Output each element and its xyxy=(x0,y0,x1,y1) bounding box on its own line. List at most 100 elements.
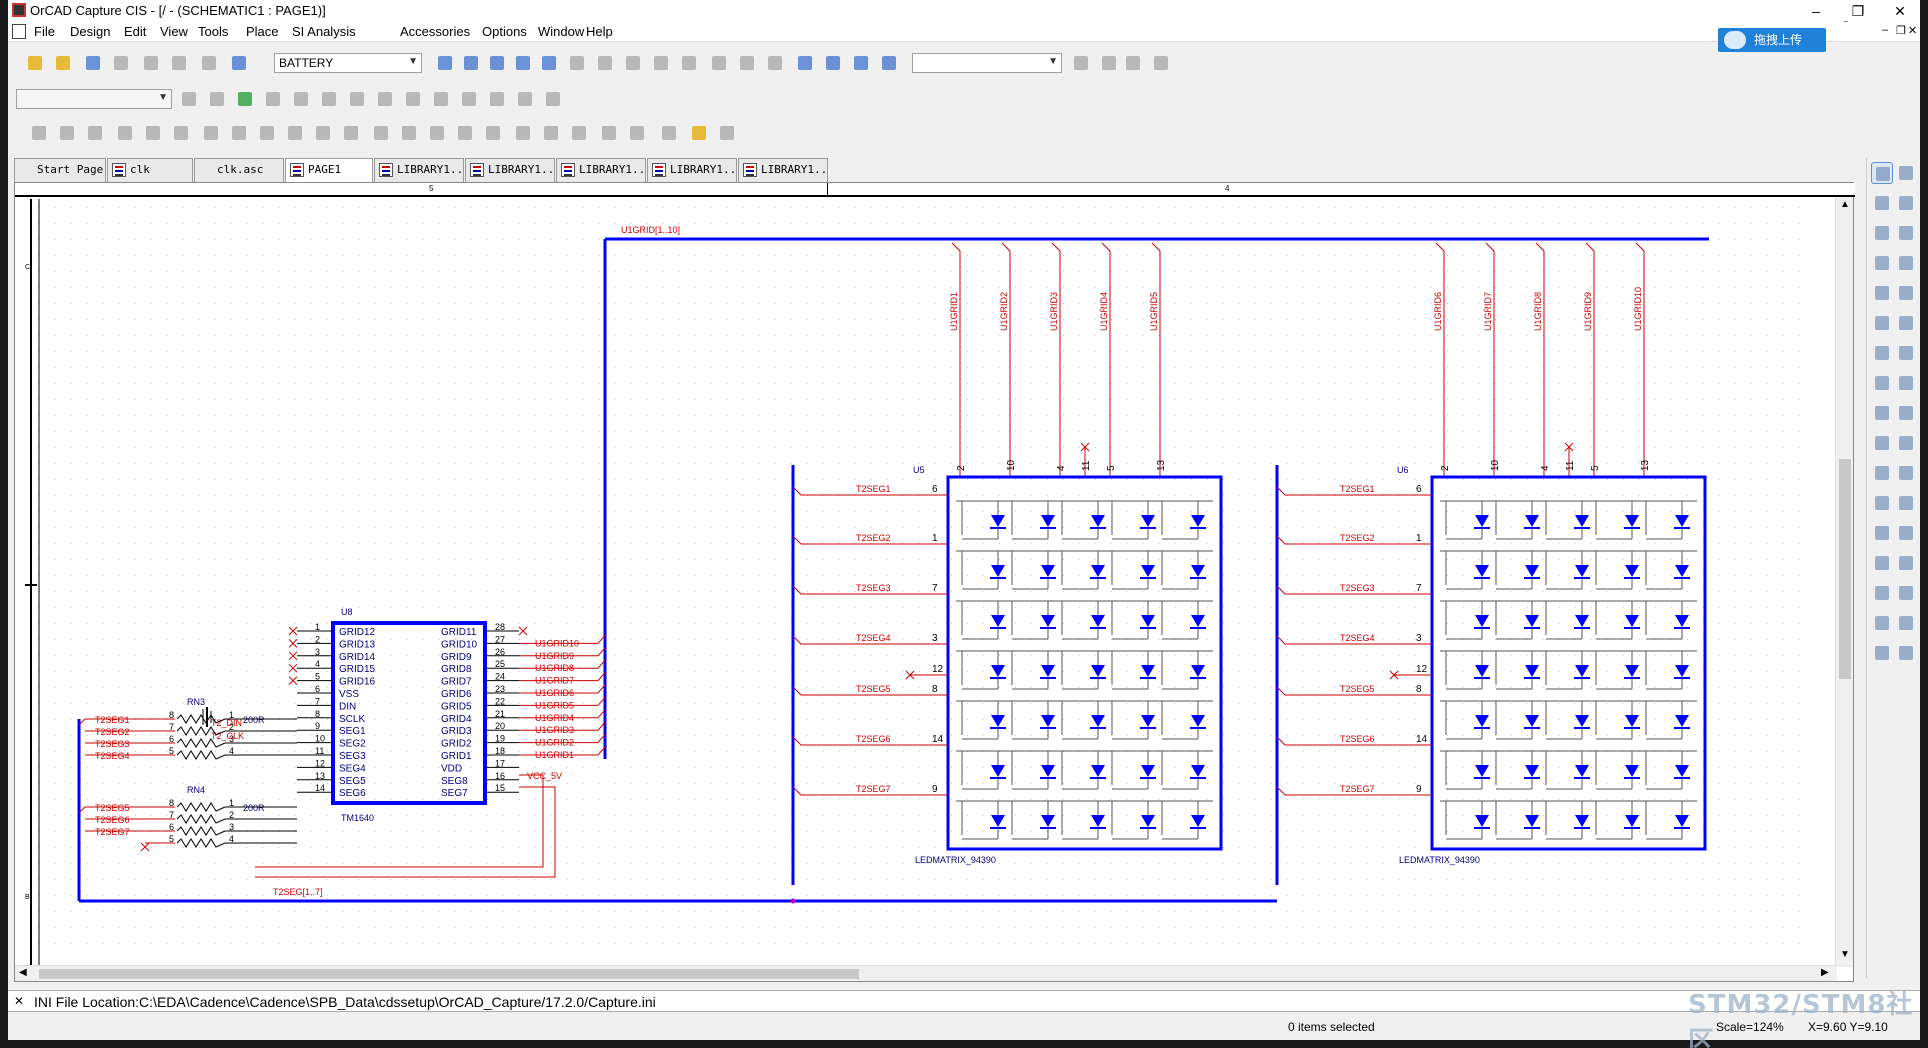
tab-start-page-0[interactable]: Start Page xyxy=(14,158,106,182)
hierarchy-icon[interactable] xyxy=(850,52,872,74)
zoom-all-icon[interactable] xyxy=(512,52,534,74)
new-icon[interactable] xyxy=(24,52,46,74)
eye-icon[interactable] xyxy=(538,52,560,74)
align-left-icon[interactable] xyxy=(398,122,420,144)
paste-icon[interactable] xyxy=(198,52,220,74)
profile-combo[interactable]: ▼ xyxy=(16,89,172,109)
browse-icon[interactable] xyxy=(822,52,844,74)
undo-icon[interactable] xyxy=(228,52,250,74)
bus-entry-icon[interactable] xyxy=(114,122,136,144)
mdi-restore-icon[interactable]: ❐ xyxy=(1896,25,1906,37)
previous-icon[interactable] xyxy=(1122,52,1144,74)
drc-icon[interactable] xyxy=(594,52,616,74)
edit-pin-icon[interactable] xyxy=(340,122,362,144)
distribute-v-icon[interactable] xyxy=(598,122,620,144)
area-select-icon[interactable] xyxy=(56,122,78,144)
mdi-close-icon[interactable]: ✕ xyxy=(1908,25,1918,37)
ruler-icon[interactable] xyxy=(626,122,648,144)
cross-probe-icon[interactable] xyxy=(658,122,680,144)
current-marker-icon[interactable] xyxy=(318,88,340,110)
i-bias-icon[interactable] xyxy=(430,88,452,110)
copy-icon[interactable] xyxy=(168,52,190,74)
search-combo[interactable]: ▼ xyxy=(912,53,1062,73)
power-marker-icon[interactable] xyxy=(346,88,368,110)
view-results-icon[interactable] xyxy=(262,88,284,110)
zoom-in-icon[interactable] xyxy=(434,52,456,74)
align-middle-icon[interactable] xyxy=(512,122,534,144)
select-all-icon[interactable] xyxy=(84,122,106,144)
restore-button[interactable]: ❐ xyxy=(1851,3,1865,19)
new-sim-profile-icon[interactable] xyxy=(178,88,200,110)
cut-icon[interactable] xyxy=(140,52,162,74)
minimize-button[interactable]: – xyxy=(1812,3,1820,19)
library-icon[interactable] xyxy=(708,52,730,74)
menu-design[interactable]: Design xyxy=(70,24,111,39)
edit-net-icon[interactable] xyxy=(312,122,334,144)
menu-place[interactable]: Place xyxy=(246,24,279,39)
menu-si-analysis[interactable]: SI Analysis xyxy=(292,24,356,39)
template-icon[interactable] xyxy=(764,52,786,74)
align-center-icon[interactable] xyxy=(426,122,448,144)
diff-marker-icon[interactable] xyxy=(374,88,396,110)
part-props-icon[interactable] xyxy=(228,122,250,144)
menu-accessories[interactable]: Accessories xyxy=(400,24,471,39)
pin-right-icon[interactable] xyxy=(170,122,192,144)
edit-sim-profile-icon[interactable] xyxy=(206,88,228,110)
document-icon[interactable] xyxy=(12,24,26,39)
zoom-area-icon[interactable] xyxy=(486,52,508,74)
menu-edit[interactable]: Edit xyxy=(124,24,147,39)
menu-view[interactable]: View xyxy=(160,24,188,39)
align-bottom-icon[interactable] xyxy=(540,122,562,144)
net-group-icon[interactable] xyxy=(256,122,278,144)
align-right-icon[interactable] xyxy=(454,122,476,144)
unused-icon[interactable] xyxy=(716,122,738,144)
align-top-icon[interactable] xyxy=(482,122,504,144)
menu-window[interactable]: Window xyxy=(538,24,585,39)
menu-file[interactable]: File xyxy=(34,24,55,39)
lock-icon[interactable] xyxy=(688,122,710,144)
next-icon[interactable] xyxy=(1150,52,1172,74)
part-editor-icon[interactable] xyxy=(736,52,758,74)
netlist-icon[interactable] xyxy=(622,52,644,74)
bom-icon[interactable] xyxy=(650,52,672,74)
mdi-minimize-icon[interactable]: – xyxy=(1882,24,1889,36)
help-icon[interactable] xyxy=(878,52,900,74)
tab-library1-7[interactable]: LIBRARY1... xyxy=(647,158,737,182)
tab-library1-5[interactable]: LIBRARY1... xyxy=(465,158,555,182)
tab-page1-3[interactable]: PAGE1 xyxy=(285,158,373,182)
upload-widget-button[interactable]: 拖拽上传 xyxy=(1718,28,1826,52)
tab-library1-8[interactable]: LIBRARY1... xyxy=(738,158,828,182)
v-bias-icon[interactable] xyxy=(402,88,424,110)
menu-help[interactable]: Help xyxy=(586,24,613,39)
tab-library1-6[interactable]: LIBRARY1... xyxy=(556,158,646,182)
tab-clk-asc-2[interactable]: clk.asc xyxy=(194,158,284,182)
run-icon[interactable] xyxy=(234,88,256,110)
open-icon[interactable] xyxy=(52,52,74,74)
copy-part-icon[interactable] xyxy=(200,122,222,144)
save-icon[interactable] xyxy=(82,52,104,74)
pin-left-icon[interactable] xyxy=(142,122,164,144)
w-marker-icon[interactable] xyxy=(514,88,536,110)
net-alias-icon[interactable] xyxy=(284,122,306,144)
snap-grid-icon[interactable] xyxy=(28,122,50,144)
p-bias-icon[interactable] xyxy=(458,88,480,110)
menu-tools[interactable]: Tools xyxy=(198,24,229,39)
annotate-icon[interactable] xyxy=(566,52,588,74)
menu-options[interactable]: Options xyxy=(482,24,527,39)
xref-icon[interactable] xyxy=(678,52,700,74)
distribute-h-icon[interactable] xyxy=(568,122,590,144)
find-dropdown-icon[interactable] xyxy=(1098,52,1120,74)
tab-library1-4[interactable]: LIBRARY1... xyxy=(374,158,464,182)
zoom-out-icon[interactable] xyxy=(460,52,482,74)
part-combo[interactable]: BATTERY ▼ xyxy=(274,53,422,73)
enable-bias-icon[interactable] xyxy=(486,88,508,110)
tab-clk-1[interactable]: clk xyxy=(107,158,193,182)
binoculars-icon[interactable] xyxy=(1070,52,1092,74)
probe-icon[interactable] xyxy=(542,88,564,110)
close-button[interactable]: ✕ xyxy=(1894,3,1906,19)
voltage-marker-icon[interactable] xyxy=(290,88,312,110)
print-icon[interactable] xyxy=(110,52,132,74)
properties-icon[interactable] xyxy=(794,52,816,74)
table-icon[interactable] xyxy=(370,122,392,144)
